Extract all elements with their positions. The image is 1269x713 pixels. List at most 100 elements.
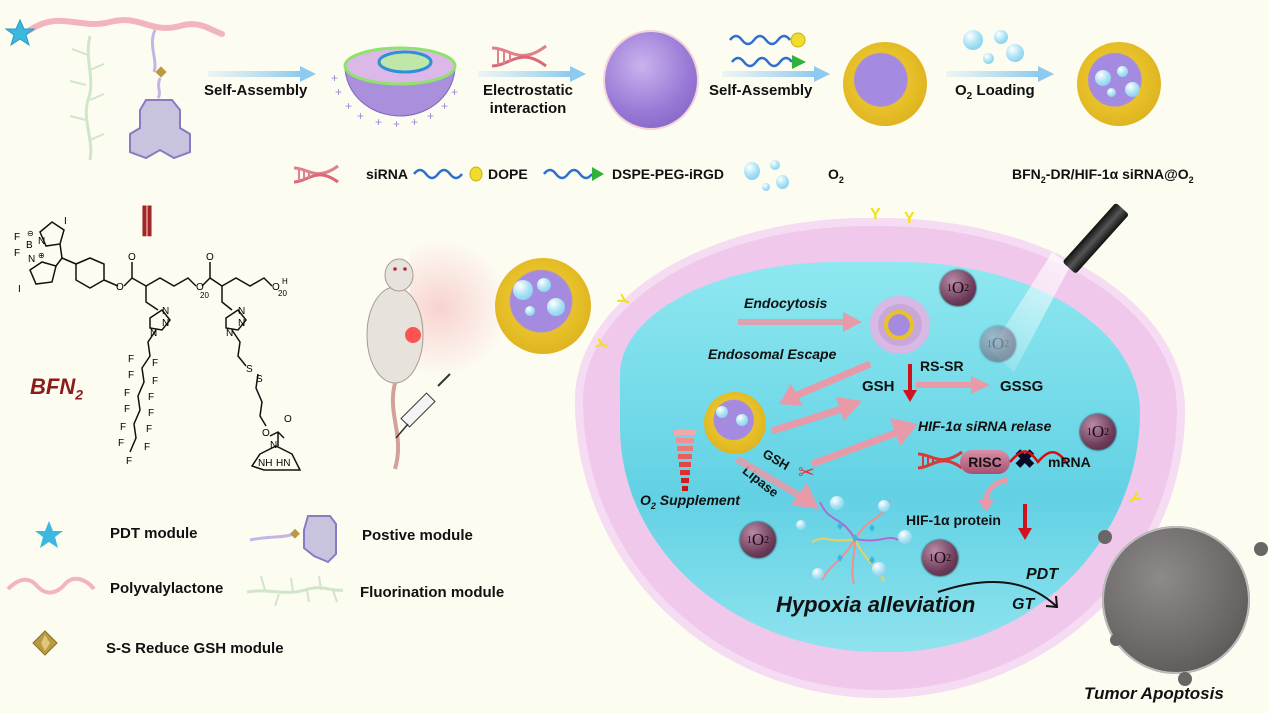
o2-main: O (991, 334, 1005, 353)
atom-f: F (146, 424, 152, 435)
label-gssg: GSSG (1000, 378, 1044, 395)
o2-bubble (983, 53, 994, 64)
apoptotic-body (1110, 634, 1122, 646)
label-mrna: mRNA (1048, 454, 1091, 470)
atom-o: O (128, 252, 136, 263)
atom-n: N (238, 318, 245, 329)
apoptotic-body (1178, 672, 1192, 686)
o2-bubble (1095, 70, 1111, 86)
arrow-curved-to-protein (978, 477, 1009, 512)
svg-text:+: + (331, 71, 338, 85)
star-icon (4, 18, 36, 47)
o2-bubble (878, 500, 890, 512)
legend-sirna: siRNA (366, 166, 409, 182)
o2-sup: 1 (946, 282, 952, 294)
atom-hn: HN (276, 458, 290, 469)
arrow-endocytosis (738, 312, 862, 332)
flashlight-icon (1062, 202, 1130, 275)
atom-n: N (162, 318, 169, 329)
svg-text:+: + (411, 115, 418, 129)
o2-bubble (513, 280, 533, 300)
atom-s: S (246, 364, 253, 375)
polyvalylactone-chain (27, 17, 225, 37)
mouse-illustration (366, 258, 424, 470)
o2-bubble (898, 530, 912, 544)
o2-bubble (1107, 88, 1116, 97)
atom-o: O (262, 428, 270, 439)
arrow-to-sirna-release (810, 418, 918, 468)
label-o2-supplement: O2 Supplement (640, 492, 740, 511)
o2-sub: 2 (1104, 426, 1110, 438)
light-beam (410, 238, 510, 378)
arrow-protein-down (1018, 504, 1032, 540)
svg-text:+: + (451, 85, 458, 99)
atom-f: F (144, 442, 150, 453)
o2-bubble (830, 496, 844, 510)
o2-bubble (716, 406, 728, 418)
o2-sup: 1 (928, 552, 934, 564)
o2-main: O (751, 530, 765, 549)
label-pdt: PDT (1026, 566, 1058, 583)
atom-f: F (128, 370, 134, 381)
positive-module-icon (129, 99, 191, 160)
supplement-text: Supplement (655, 492, 740, 508)
label-hypoxia-alleviation: Hypoxia alleviation (776, 592, 976, 617)
apoptotic-body (1098, 530, 1112, 544)
tumor-site (405, 327, 421, 343)
svg-text:+: + (335, 85, 342, 99)
formulation-sub: 2 (1040, 174, 1046, 185)
svg-text:+: + (427, 109, 434, 123)
o2-bubble (537, 278, 551, 292)
legend-dope: DOPE (488, 166, 528, 182)
flow-arrow-4 (946, 66, 1054, 82)
legend-polyvalylactone: Polyvalylactone (110, 580, 224, 597)
receptor-icon: Y (870, 206, 881, 223)
formulation-part: BFN (1012, 166, 1041, 182)
legend-dna-icon (293, 164, 339, 184)
legend-bubble (776, 175, 789, 189)
o2-sup: 1 (746, 534, 752, 546)
receptor-icon: Y (904, 210, 915, 227)
atom-f: F (124, 388, 130, 399)
o2-gradient-bars (674, 430, 696, 491)
gold-crystal-icon (155, 66, 167, 78)
legend-fluorination-module: Fluorination module (360, 584, 505, 601)
legend-bubble (762, 183, 770, 191)
atom-n: N (270, 440, 277, 451)
nanoparticle-o2-loaded (1077, 42, 1161, 126)
o2-subscript: 2 (838, 174, 844, 185)
atom-s: S (256, 374, 263, 385)
gold-crystal-icon (32, 630, 58, 656)
atom-h: H (282, 277, 288, 286)
legend-ss-reduce-gsh-module: S-S Reduce GSH module (106, 640, 284, 657)
fluorination-chain (84, 35, 93, 161)
label-tumor-apoptosis: Tumor Apoptosis (1084, 684, 1224, 703)
legend-positive-module: Postive module (362, 527, 473, 544)
bfn2-subscript: 2 (75, 386, 84, 403)
sirna-complex-sphere (605, 32, 697, 128)
positive-charge: ⊕ (38, 251, 45, 260)
loading-text: Loading (972, 82, 1035, 99)
atom-f: F (128, 354, 134, 365)
o2-bubble (994, 30, 1008, 44)
risc-complex: RISC (960, 450, 1010, 474)
o2-bubble (547, 298, 565, 316)
atom-f: F (14, 232, 20, 243)
fluorination-chain-icon (246, 575, 344, 607)
svg-text:+: + (345, 99, 352, 113)
arrow-to-gsh (770, 397, 862, 435)
arrow-endosomal-escape (779, 360, 872, 406)
bfn2-chemical-structure: F F B ⊖ N N ⊕ I I O O O O 20 O H 20 N N … (14, 216, 302, 471)
o2-bubble (872, 562, 886, 576)
o2-sup: 1 (986, 338, 992, 350)
o2-sub: 2 (1004, 338, 1010, 350)
star-icon (35, 521, 63, 548)
pink-chain-icon (6, 576, 96, 595)
o2-main: O (933, 548, 947, 567)
atom-f: F (14, 248, 20, 259)
atom-o: O (284, 414, 292, 425)
